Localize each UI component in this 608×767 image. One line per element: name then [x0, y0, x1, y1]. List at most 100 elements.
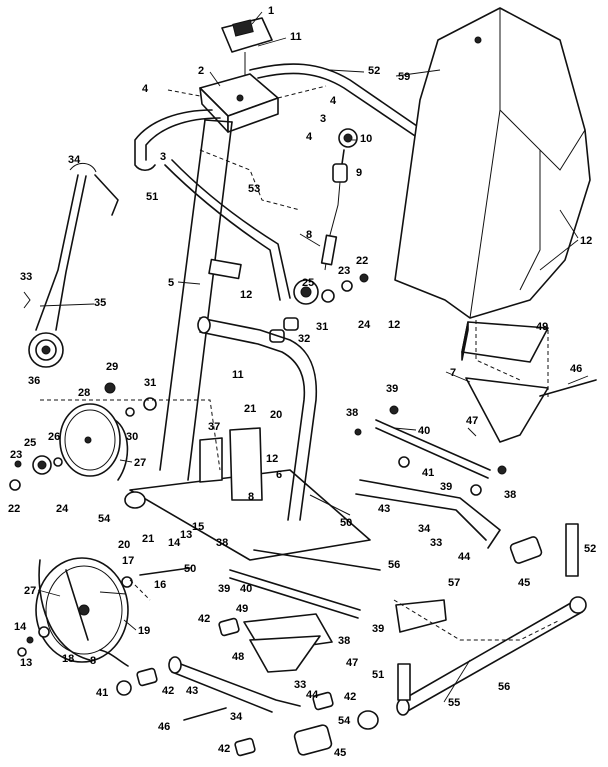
callout-30: 30: [126, 431, 138, 443]
callout-11: 11: [290, 31, 302, 43]
callout-4: 4: [330, 95, 337, 107]
callout-44: 44: [306, 689, 319, 701]
callout-33: 33: [20, 271, 32, 283]
frame-hardware: [104, 382, 157, 417]
callout-34: 34: [418, 523, 431, 535]
callout-9: 9: [356, 167, 362, 179]
upright-frame: [159, 119, 242, 481]
callout-45: 45: [334, 747, 346, 759]
callout-38: 38: [346, 407, 358, 419]
callout-31: 31: [144, 377, 156, 389]
callout-1: 1: [268, 5, 274, 17]
small-flywheel: [9, 403, 129, 491]
callout-20: 20: [118, 539, 130, 551]
callout-17: 17: [122, 555, 134, 567]
callout-15: 15: [192, 521, 204, 533]
callout-28: 28: [78, 387, 90, 399]
callout-39: 39: [440, 481, 452, 493]
callout-42: 42: [218, 743, 230, 755]
callout-34: 34: [68, 154, 81, 166]
large-flywheel: [17, 557, 133, 667]
callout-20: 20: [270, 409, 282, 421]
callout-33: 33: [430, 537, 442, 549]
front-shroud: [394, 7, 591, 319]
callout-24: 24: [358, 319, 371, 331]
callout-36: 36: [28, 375, 40, 387]
callout-45: 45: [518, 577, 530, 589]
callout-12: 12: [580, 235, 592, 247]
callout-44: 44: [458, 551, 471, 563]
lower-frame: [124, 316, 371, 561]
callout-42: 42: [162, 685, 174, 697]
callout-29: 29: [106, 361, 118, 373]
callout-12: 12: [266, 453, 278, 465]
callout-27: 27: [134, 457, 146, 469]
callout-43: 43: [186, 685, 198, 697]
callout-53: 53: [248, 183, 260, 195]
callout-42: 42: [198, 613, 210, 625]
callout-25: 25: [302, 277, 314, 289]
callout-21: 21: [142, 533, 154, 545]
callout-8: 8: [248, 491, 254, 503]
callout-10: 10: [360, 133, 372, 145]
callout-3: 3: [160, 151, 166, 163]
callout-19: 19: [138, 625, 150, 637]
callout-22: 22: [8, 503, 20, 515]
callout-4: 4: [142, 83, 149, 95]
callout-52: 52: [368, 65, 380, 77]
callout-leaders: [37, 11, 589, 703]
callout-11: 11: [232, 369, 244, 381]
callout-14: 14: [14, 621, 27, 633]
callout-8: 8: [306, 229, 312, 241]
callout-48: 48: [232, 651, 244, 663]
callout-12: 12: [240, 289, 252, 301]
callout-23: 23: [10, 449, 22, 461]
callout-35: 35: [94, 297, 106, 309]
upper-pulley-set: [269, 273, 369, 343]
callout-43: 43: [378, 503, 390, 515]
callout-7: 7: [450, 367, 456, 379]
callout-18: 18: [62, 653, 74, 665]
callout-47: 47: [346, 657, 358, 669]
callout-42: 42: [344, 691, 356, 703]
callout-2: 2: [198, 65, 204, 77]
callout-37: 37: [208, 421, 220, 433]
callout-40: 40: [240, 583, 252, 595]
callout-50: 50: [184, 563, 196, 575]
callout-49: 49: [236, 603, 248, 615]
handlebar-part: [134, 63, 431, 301]
reference-dashes: [40, 85, 561, 641]
callout-55: 55: [448, 697, 460, 709]
callout-38: 38: [216, 537, 228, 549]
lower-rods: [139, 549, 381, 619]
callout-38: 38: [504, 489, 516, 501]
callout-31: 31: [316, 321, 328, 333]
callout-50: 50: [340, 517, 352, 529]
console-part: [221, 17, 273, 86]
callout-24: 24: [56, 503, 69, 515]
callout-5: 5: [168, 277, 174, 289]
callout-57: 57: [448, 577, 460, 589]
callout-21: 21: [244, 403, 256, 415]
callout-56: 56: [498, 681, 510, 693]
callout-46: 46: [570, 363, 582, 375]
callout-49: 49: [536, 321, 548, 333]
callout-41: 41: [422, 467, 434, 479]
callout-39: 39: [372, 623, 384, 635]
callout-46: 46: [158, 721, 170, 733]
callout-39: 39: [386, 383, 398, 395]
callout-25: 25: [24, 437, 36, 449]
callout-39: 39: [218, 583, 230, 595]
callout-38: 38: [338, 635, 350, 647]
callout-6: 6: [276, 469, 282, 481]
callout-54: 54: [98, 513, 111, 525]
callout-32: 32: [298, 333, 310, 345]
left-pedal-assembly: [116, 613, 334, 757]
callout-16: 16: [154, 579, 166, 591]
right-pedal-assembly: [354, 321, 597, 577]
callout-40: 40: [418, 425, 430, 437]
callout-47: 47: [466, 415, 478, 427]
callout-12: 12: [388, 319, 400, 331]
drive-chain: [23, 163, 119, 368]
